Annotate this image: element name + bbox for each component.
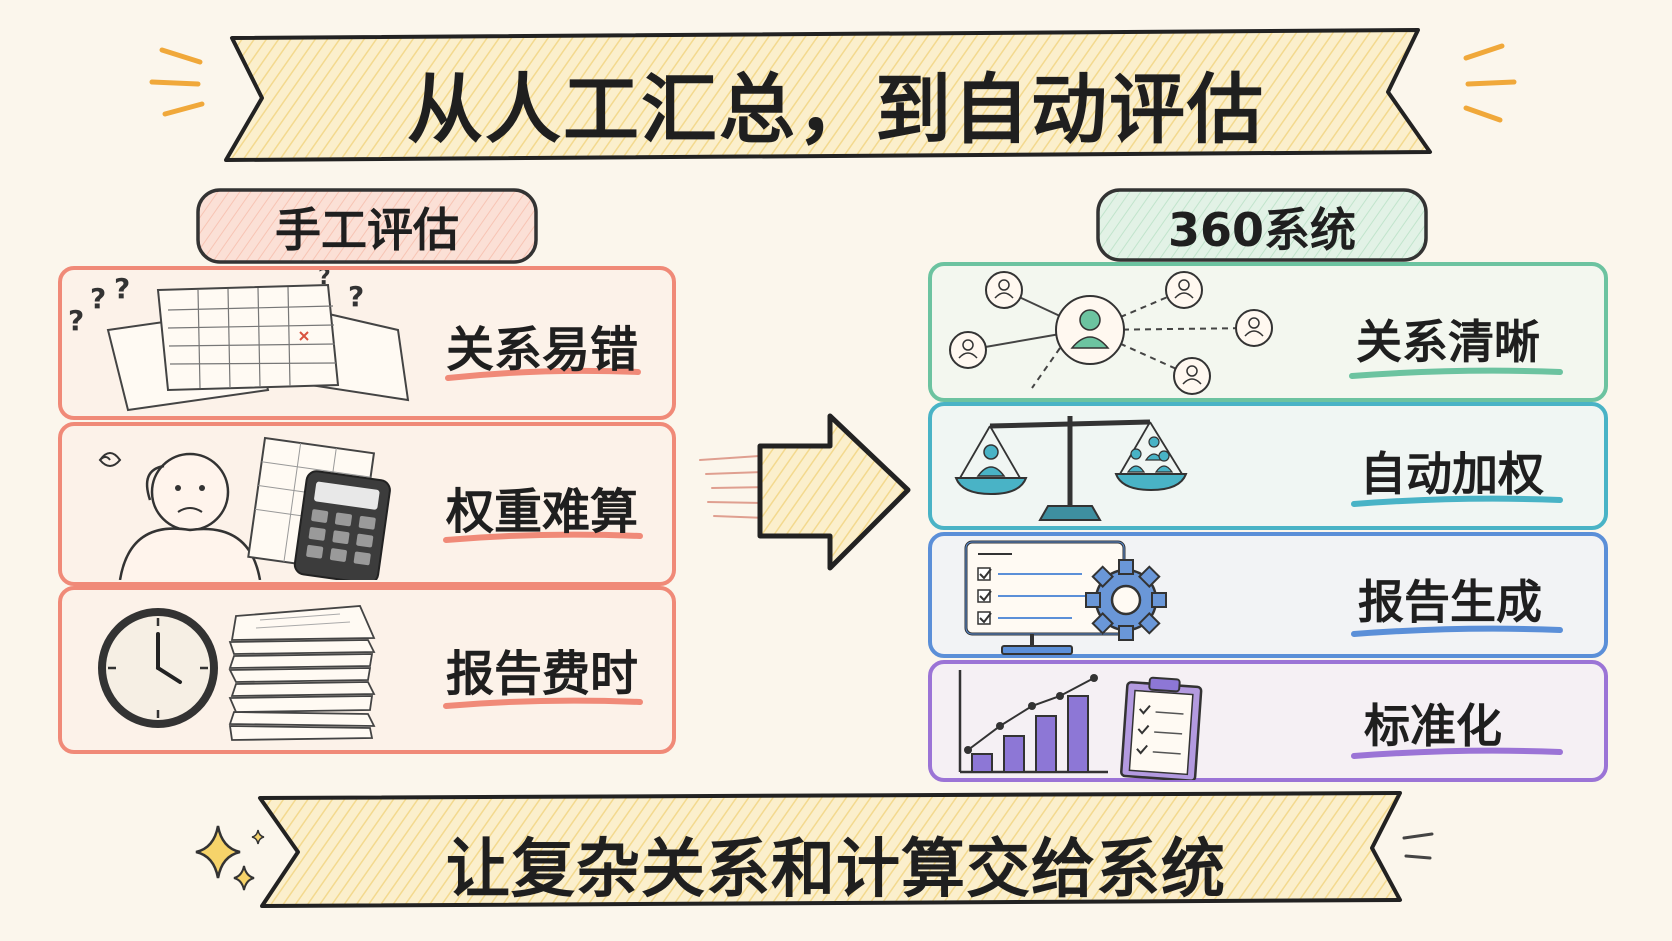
right-header: 360系统 bbox=[1167, 203, 1357, 257]
left-header: 手工评估 bbox=[275, 203, 459, 257]
footer-slogan: 让复杂关系和计算交给系统 bbox=[446, 833, 1226, 907]
page-title: 从人工汇总，到自动评估 bbox=[407, 65, 1265, 154]
